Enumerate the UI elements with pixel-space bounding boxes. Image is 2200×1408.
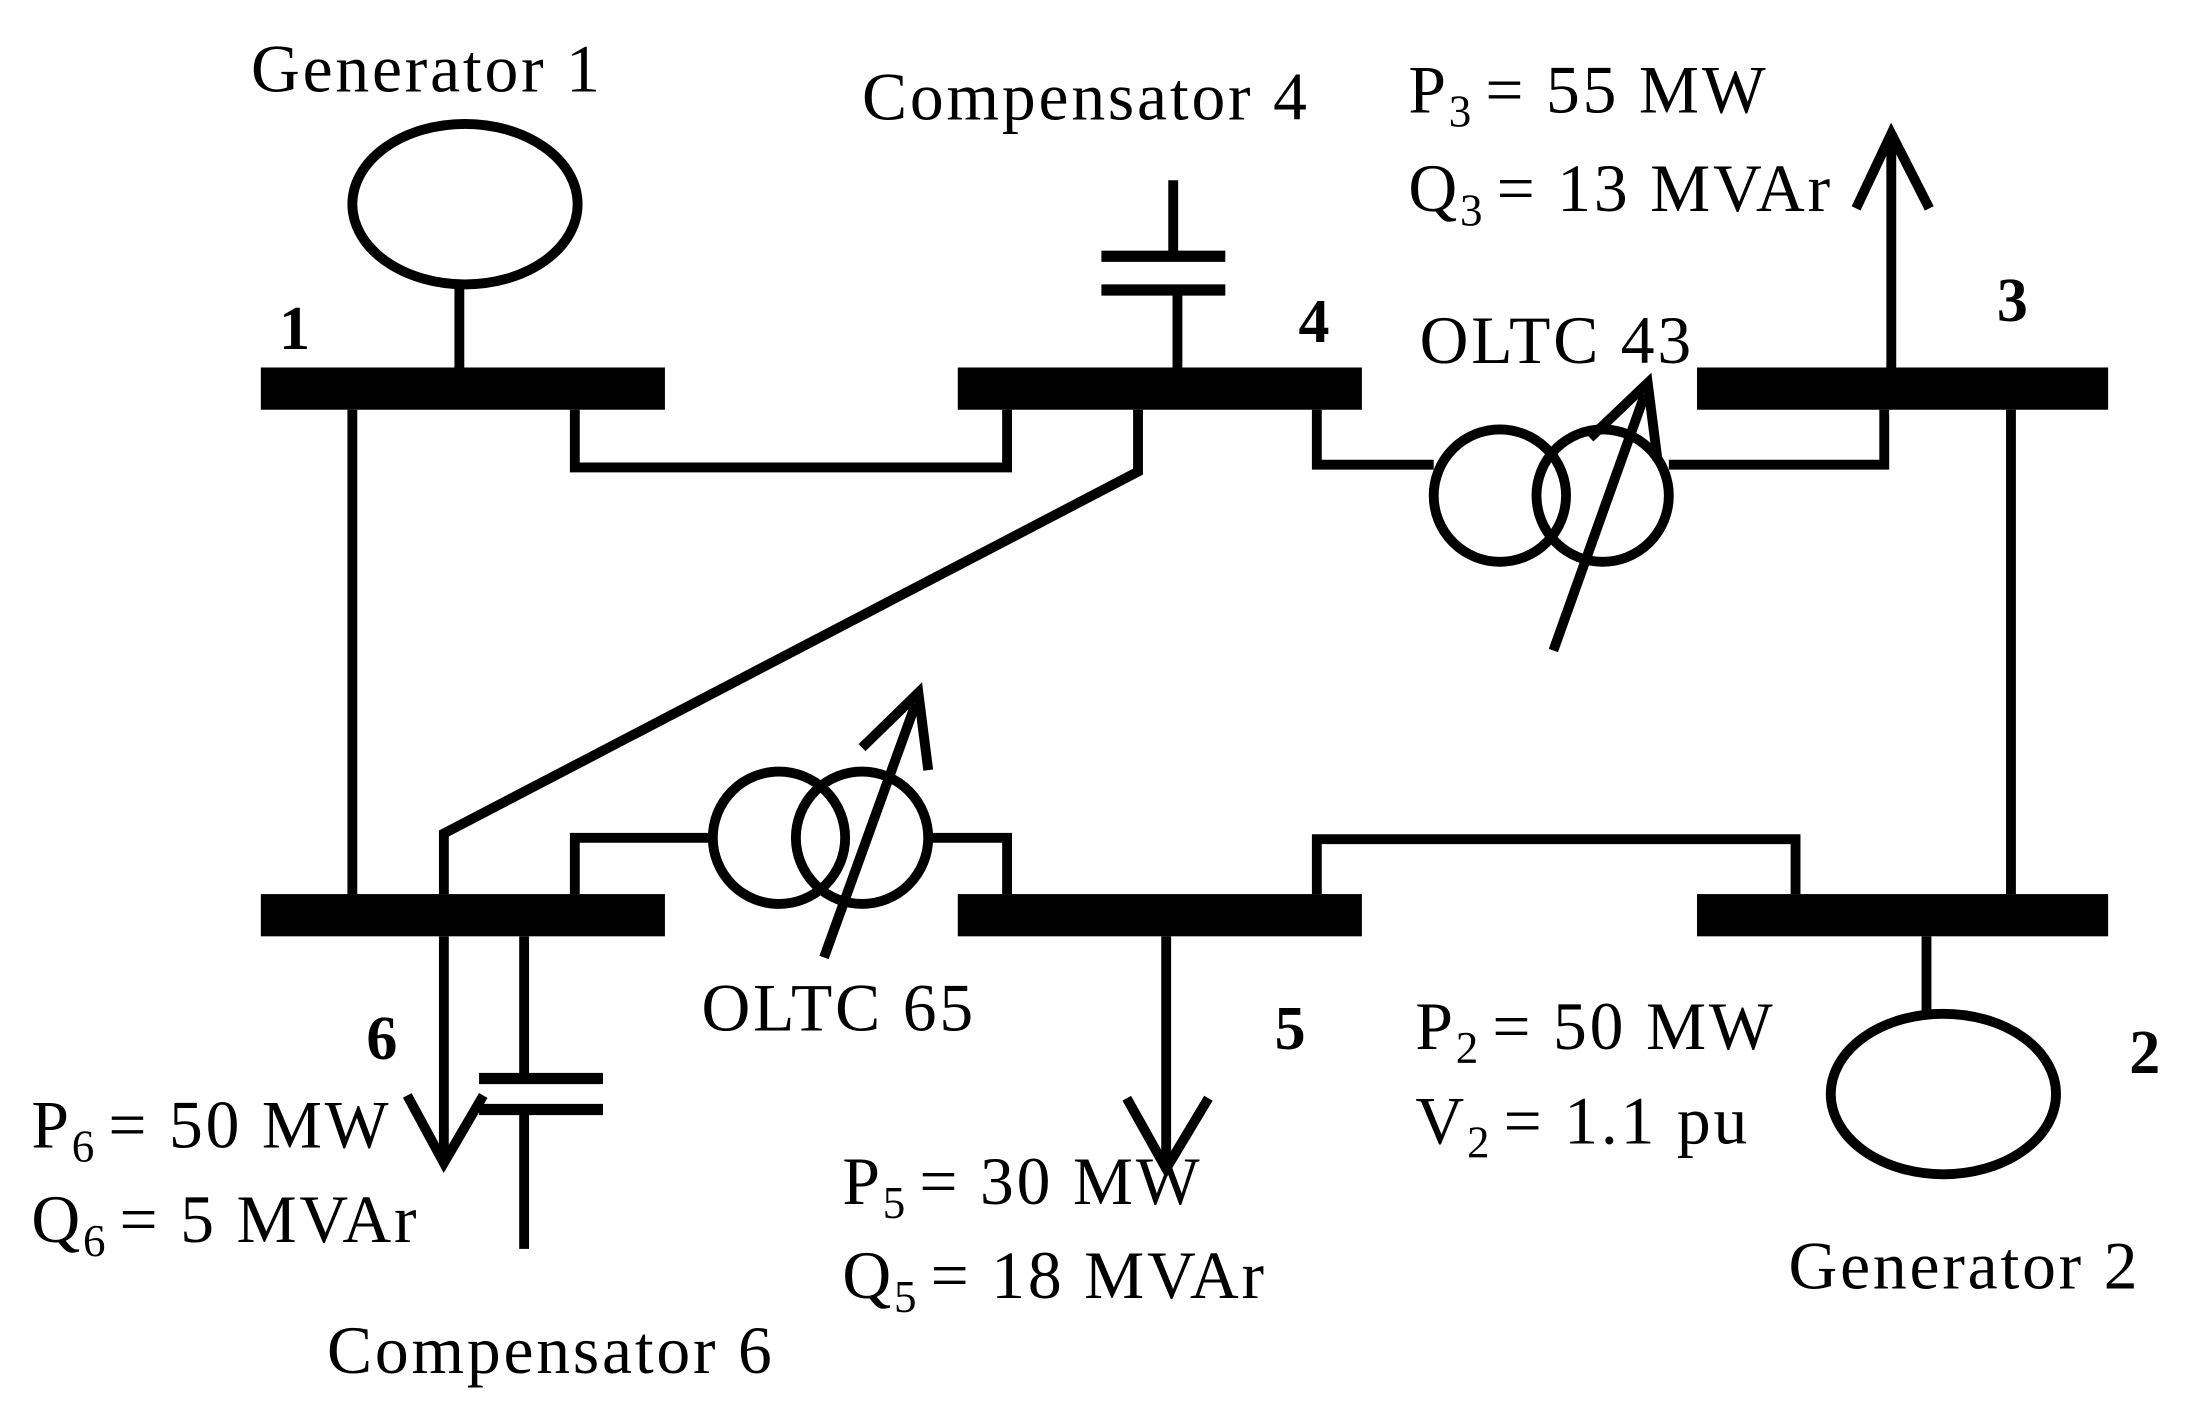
oltc-43-lead-bus3 bbox=[1668, 409, 1890, 470]
symbol: P bbox=[1415, 989, 1455, 1064]
bus-6-reactive-power: Q6 = 5 MVAr bbox=[31, 1182, 419, 1266]
generator-2-symbol bbox=[1825, 1008, 2061, 1180]
value: = 5 MVAr bbox=[120, 1182, 420, 1257]
bus-3-active-power: P3 = 55 MW bbox=[1408, 53, 1768, 137]
oltc-65-tap-arrow-head bbox=[858, 682, 934, 771]
load-5-arrow-head bbox=[1122, 1095, 1213, 1179]
transmission-lines bbox=[347, 409, 2016, 895]
oltc-65-winding-1 bbox=[707, 766, 851, 909]
oltc-43-tap-arrow-head bbox=[1586, 372, 1663, 462]
generator-2: Generator 2 bbox=[1789, 936, 2141, 1303]
value: = 13 MVAr bbox=[1497, 151, 1833, 226]
value: = 30 MW bbox=[919, 1144, 1202, 1219]
load-bus-3 bbox=[1851, 122, 1934, 369]
bus-number-1: 1 bbox=[279, 295, 310, 363]
symbol: Q bbox=[1408, 151, 1460, 226]
oltc-65-transformer: OLTC 65 bbox=[569, 682, 1012, 1046]
symbol: Q bbox=[842, 1238, 894, 1313]
symbol: Q bbox=[31, 1182, 83, 1257]
oltc-65-label: OLTC 65 bbox=[702, 971, 976, 1046]
subscript: 3 bbox=[1460, 185, 1483, 235]
bus-bar-5 bbox=[957, 894, 1362, 937]
oltc-43-winding-1 bbox=[1428, 424, 1571, 567]
bus-number-6: 6 bbox=[366, 1005, 397, 1073]
compensator-4: Compensator 4 bbox=[862, 60, 1310, 369]
line-bus4-bus6 bbox=[438, 409, 1143, 895]
oltc-43-tap-arrow-shaft bbox=[1548, 392, 1650, 653]
subscript: 5 bbox=[883, 1178, 906, 1228]
value: = 18 MVAr bbox=[931, 1238, 1267, 1313]
bus-2-active-power: P2 = 50 MW bbox=[1415, 989, 1775, 1073]
bus-3-reactive-power: Q3 = 13 MVAr bbox=[1408, 151, 1833, 235]
oltc-43-label: OLTC 43 bbox=[1420, 303, 1694, 378]
value: = 50 MW bbox=[1492, 989, 1775, 1064]
subscript: 2 bbox=[1456, 1023, 1479, 1073]
oltc-43-transformer: OLTC 43 bbox=[1311, 303, 1890, 653]
compensator-6: Compensator 6 bbox=[327, 936, 775, 1388]
bus-6-specs: P6= 50 MW Q6= 5 MVAr bbox=[31, 1088, 419, 1266]
compensator-6-label: Compensator 6 bbox=[327, 1313, 775, 1388]
subscript: 6 bbox=[83, 1216, 106, 1266]
bus-2-voltage: V2 = 1.1 pu bbox=[1415, 1083, 1750, 1167]
bus-5-specs: P5= 30 MW Q5= 18 MVAr bbox=[842, 1144, 1267, 1322]
bus-bar-4 bbox=[957, 367, 1362, 410]
load-bus-5 bbox=[1122, 936, 1213, 1179]
generator-1-symbol bbox=[347, 118, 583, 290]
load-6-arrow-head bbox=[402, 1092, 488, 1174]
value: = 55 MW bbox=[1485, 53, 1768, 128]
bus-bars bbox=[260, 367, 2109, 937]
oltc-65-lead-bus5 bbox=[928, 832, 1012, 895]
bus-3-specs: P3= 55 MW Q3= 13 MVAr bbox=[1408, 53, 1833, 236]
generator-1-label: Generator 1 bbox=[251, 32, 603, 107]
oltc-65-tap-arrow-shaft bbox=[819, 702, 921, 960]
symbol: P bbox=[31, 1088, 71, 1163]
bus-numbers: 1 4 3 6 5 2 bbox=[279, 267, 2160, 1087]
oltc-43-winding-2 bbox=[1531, 424, 1674, 567]
symbol: P bbox=[842, 1144, 882, 1219]
bus-bar-2 bbox=[1696, 894, 2109, 937]
line-bus5-bus2 bbox=[1311, 834, 1801, 895]
symbol: P bbox=[1408, 53, 1448, 128]
generator-2-label: Generator 2 bbox=[1789, 1228, 2141, 1303]
compensator-4-label: Compensator 4 bbox=[862, 60, 1310, 135]
load-3-arrow-head bbox=[1851, 122, 1934, 211]
bus-5-active-power: P5 = 30 MW bbox=[842, 1144, 1202, 1228]
subscript: 3 bbox=[1449, 87, 1472, 137]
bus-bar-6 bbox=[260, 894, 665, 937]
value: = 1.1 pu bbox=[1504, 1083, 1750, 1158]
bus-bar-1 bbox=[260, 367, 665, 410]
bus-2-specs: P2= 50 MW V2= 1.1 pu bbox=[1415, 989, 1775, 1167]
load-bus-6 bbox=[402, 936, 488, 1174]
bus-5-reactive-power: Q5 = 18 MVAr bbox=[842, 1238, 1267, 1322]
oltc-43-lead-bus4 bbox=[1311, 409, 1434, 470]
bus-number-3: 3 bbox=[1997, 267, 2028, 335]
subscript: 5 bbox=[894, 1272, 917, 1322]
oltc-65-lead-bus6 bbox=[569, 832, 713, 895]
bus-bar-3 bbox=[1696, 367, 2109, 410]
symbol: V bbox=[1415, 1083, 1467, 1158]
bus-6-active-power: P6 = 50 MW bbox=[31, 1088, 391, 1172]
value: = 50 MW bbox=[108, 1088, 391, 1163]
line-bus1-bus4 bbox=[569, 409, 1012, 473]
bus-number-2: 2 bbox=[2129, 1019, 2160, 1087]
bus-number-5: 5 bbox=[1275, 995, 1306, 1063]
subscript: 6 bbox=[72, 1122, 95, 1172]
subscript: 2 bbox=[1467, 1117, 1490, 1167]
generator-1: Generator 1 bbox=[251, 32, 603, 369]
bus-number-4: 4 bbox=[1299, 288, 1330, 356]
